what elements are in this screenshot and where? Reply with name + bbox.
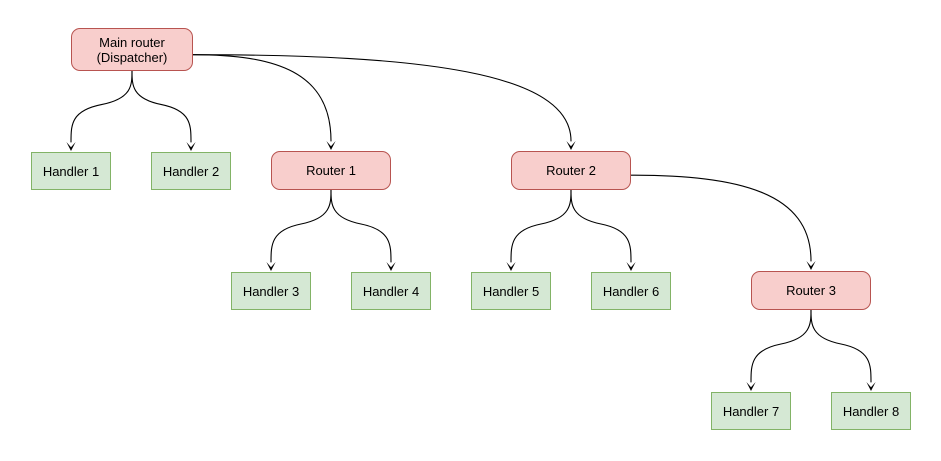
arrow-head-icon	[866, 382, 876, 391]
edge-router-2-to-handler-6[interactable]	[570, 189, 636, 271]
node-handler-8[interactable]: Handler 8	[831, 392, 911, 430]
edge-line	[630, 174, 812, 262]
edge-line	[70, 70, 133, 143]
edge-router-2-to-handler-5[interactable]	[506, 189, 572, 271]
edge-main-to-router-1[interactable]	[192, 54, 336, 150]
arrow-head-icon	[186, 142, 196, 151]
node-handler-4[interactable]: Handler 4	[351, 272, 431, 310]
edge-line	[270, 189, 332, 263]
node-handler-6[interactable]: Handler 6	[591, 272, 671, 310]
node-handler-2[interactable]: Handler 2	[151, 152, 231, 190]
node-label: Handler 5	[482, 283, 540, 299]
edge-main-to-router-2[interactable]	[192, 54, 576, 150]
node-label: Main router (Dispatcher)	[96, 34, 168, 65]
node-label: Handler 1	[42, 163, 100, 179]
arrow-head-icon	[66, 142, 76, 151]
arrow-head-icon	[566, 141, 576, 150]
node-label: Router 3	[786, 283, 836, 298]
node-main-router[interactable]: Main router (Dispatcher)	[71, 28, 193, 71]
edge-line	[810, 309, 872, 383]
edge-main-to-handler-1[interactable]	[66, 70, 133, 151]
edge-line	[131, 70, 192, 143]
node-router-2[interactable]: Router 2	[511, 151, 631, 190]
node-handler-7[interactable]: Handler 7	[711, 392, 791, 430]
node-handler-5[interactable]: Handler 5	[471, 272, 551, 310]
node-label: Handler 8	[842, 403, 900, 419]
node-label: Handler 4	[362, 283, 420, 299]
edge-main-to-handler-2[interactable]	[131, 70, 196, 151]
edge-line	[192, 54, 572, 142]
edge-line	[192, 54, 332, 142]
edge-router-3-to-handler-7[interactable]	[746, 309, 812, 391]
edge-router-2-to-router-3[interactable]	[630, 174, 816, 270]
arrow-head-icon	[266, 262, 276, 271]
node-router-3[interactable]: Router 3	[751, 271, 871, 310]
edge-router-1-to-handler-4[interactable]	[330, 189, 396, 271]
edge-line	[750, 309, 812, 383]
edge-line	[570, 189, 632, 263]
node-label: Handler 3	[242, 283, 300, 299]
edge-router-1-to-handler-3[interactable]	[266, 189, 332, 271]
node-handler-3[interactable]: Handler 3	[231, 272, 311, 310]
node-label: Handler 7	[722, 403, 780, 419]
node-router-1[interactable]: Router 1	[271, 151, 391, 190]
node-label: Handler 2	[162, 163, 220, 179]
node-label: Router 1	[306, 163, 356, 178]
arrow-head-icon	[626, 262, 636, 271]
arrow-head-icon	[386, 262, 396, 271]
node-label: Handler 6	[602, 283, 660, 299]
arrow-head-icon	[806, 261, 816, 270]
arrow-head-icon	[746, 382, 756, 391]
edge-line	[330, 189, 392, 263]
arrow-head-icon	[506, 262, 516, 271]
node-label: Router 2	[546, 163, 596, 178]
node-handler-1[interactable]: Handler 1	[31, 152, 111, 190]
edge-router-3-to-handler-8[interactable]	[810, 309, 876, 391]
edge-line	[510, 189, 572, 263]
arrow-head-icon	[326, 141, 336, 150]
